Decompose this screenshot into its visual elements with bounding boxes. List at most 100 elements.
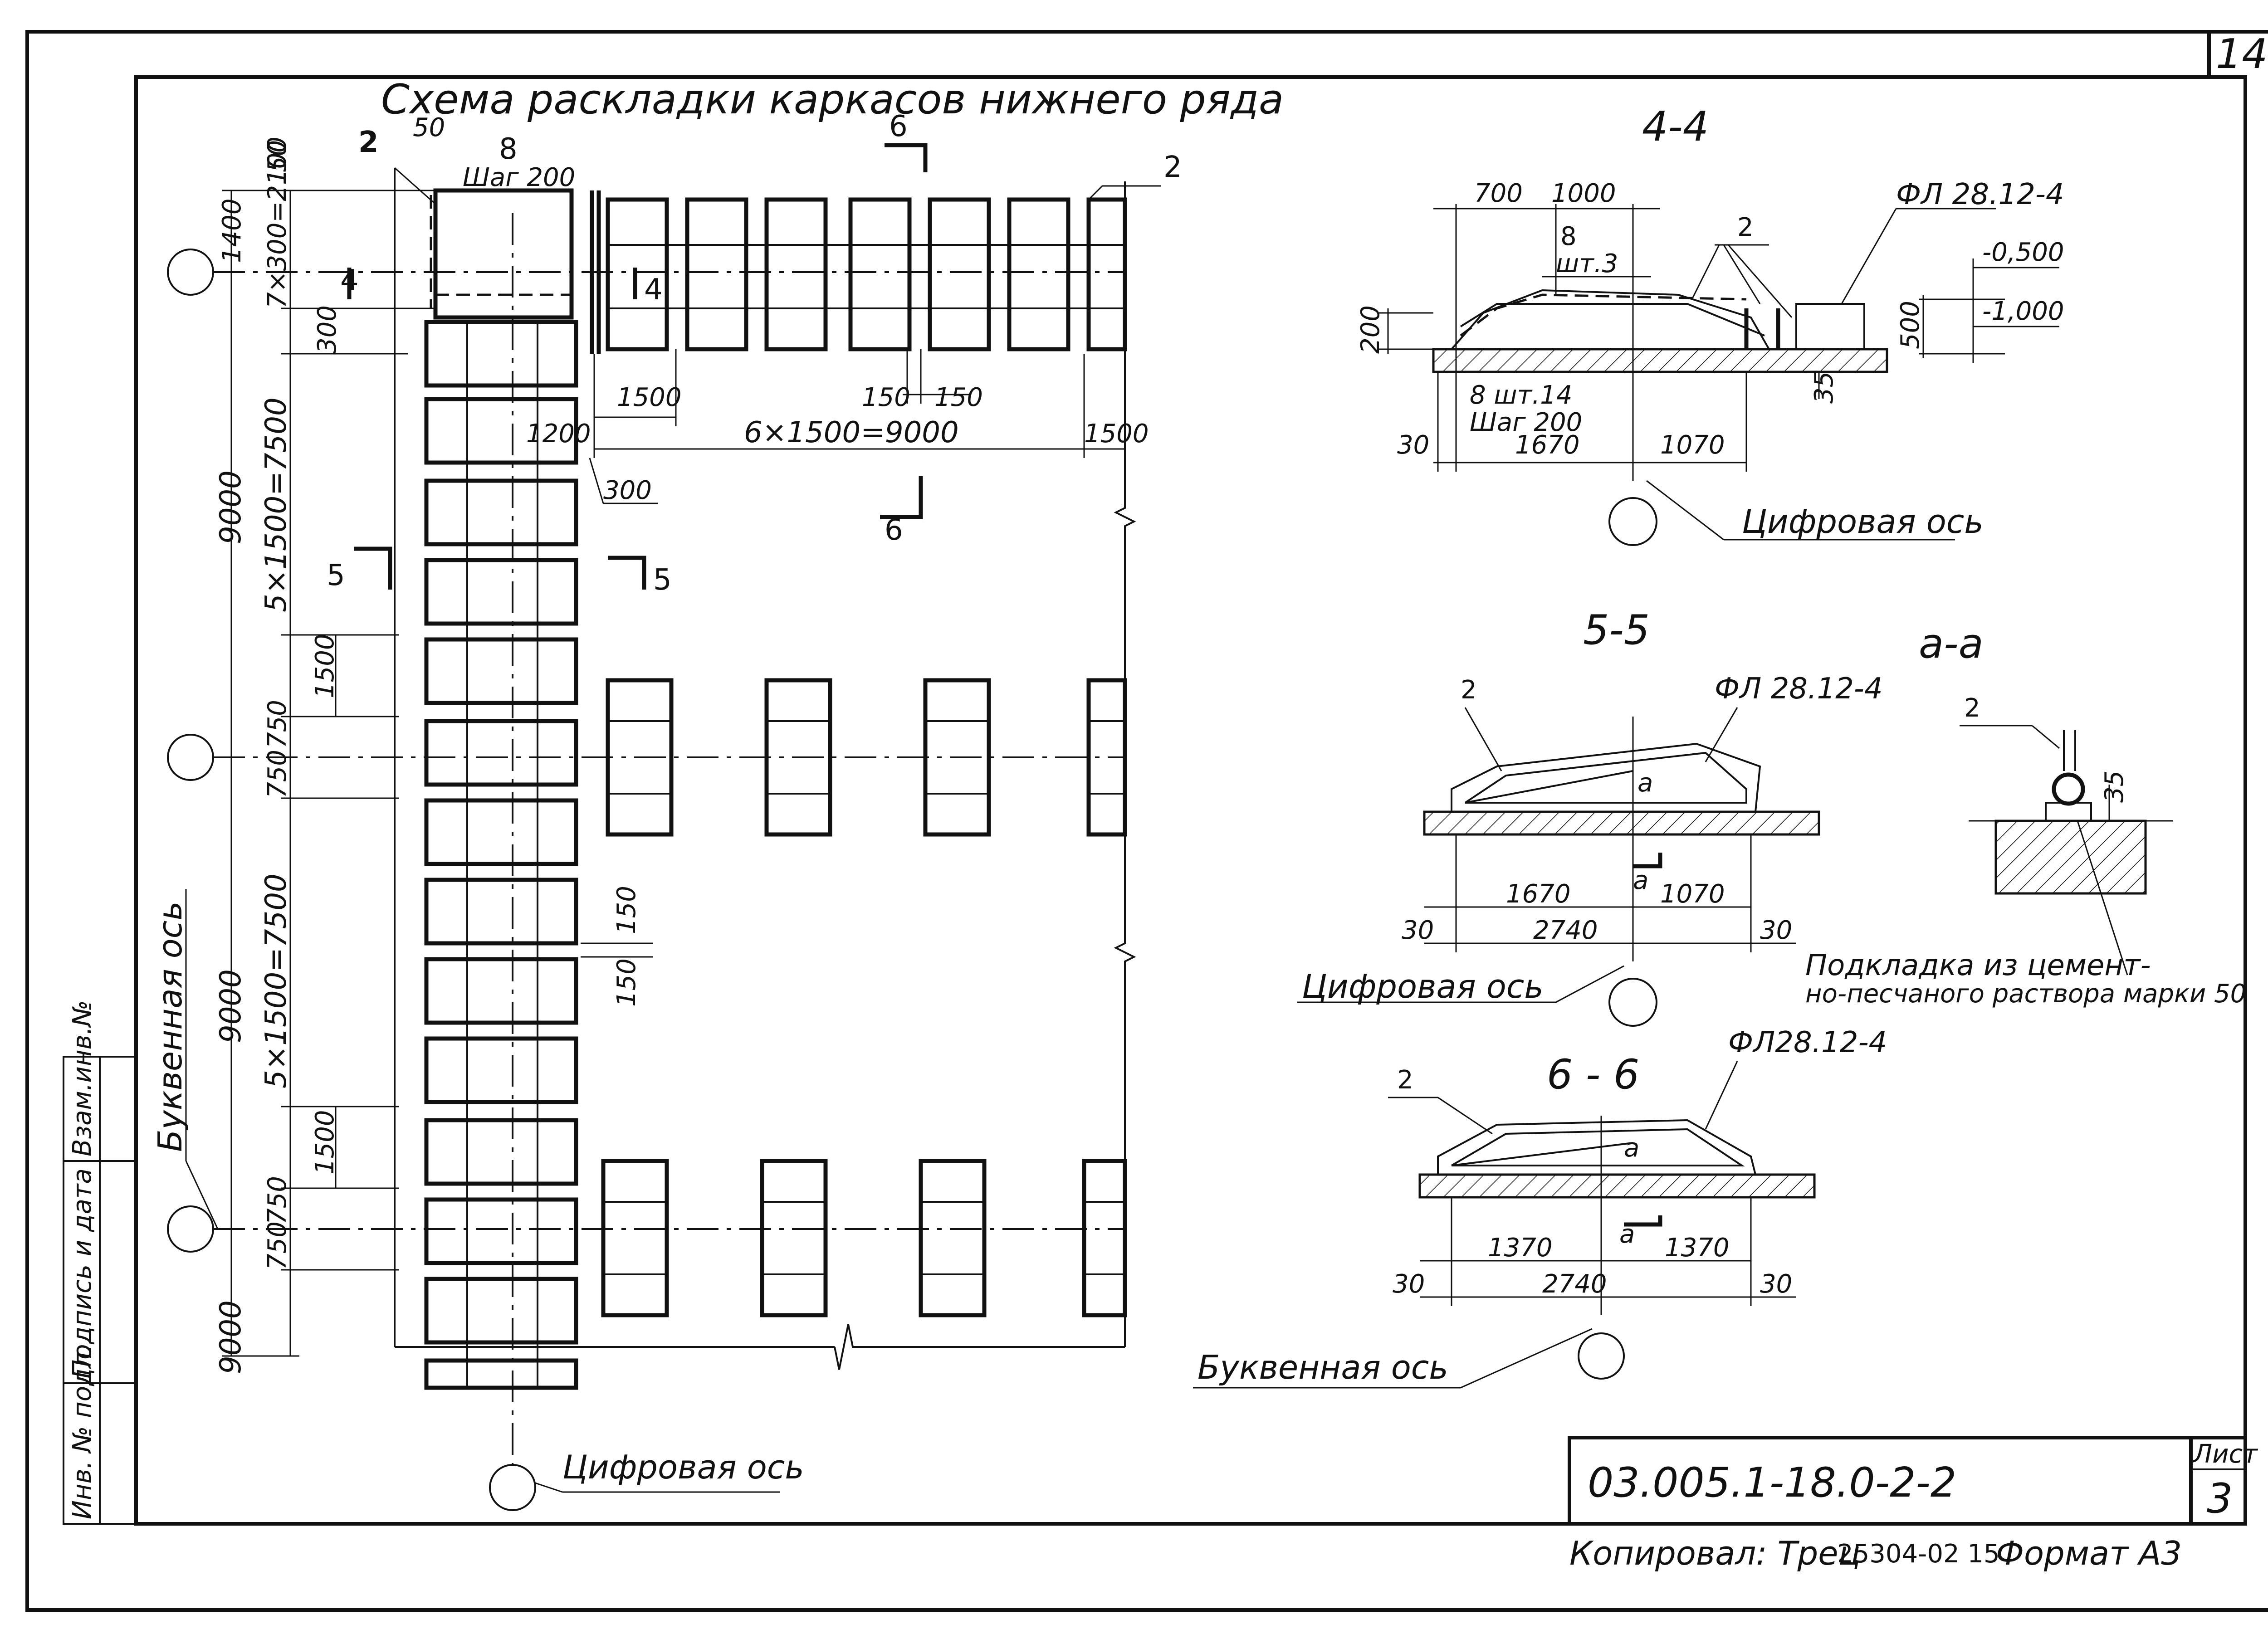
dim-1370-right: 1370 — [1665, 1233, 1730, 1263]
dim-30-left: 30 — [1393, 1269, 1425, 1299]
label-2: 2 — [1964, 693, 1980, 723]
label-2: 2 — [1397, 1065, 1413, 1095]
bottom-row-cages — [601, 1159, 1127, 1317]
inner-dimensions: 1500 150 150 1200 6×1500=9000 1500 300 1… — [526, 349, 1149, 1007]
dim-9000-b: 9000 — [214, 969, 248, 1043]
dim-50-top: 50 — [413, 113, 445, 142]
copied-by: Копировал: Трец — [1569, 1534, 1861, 1572]
section-mark-4-left: 4 — [340, 264, 359, 298]
dim-35: 35 — [2100, 771, 2129, 803]
order-number: 25304-02 15 — [1837, 1539, 2000, 1569]
dim-1670: 1670 — [1506, 879, 1571, 909]
dim-2740: 2740 — [1542, 1269, 1607, 1299]
label-fl-28-12-4: ФЛ28.12-4 — [1728, 1026, 1887, 1059]
section-4-title: 4-4 — [1642, 103, 1709, 151]
section-5-axis-label: Цифровая ось — [1302, 967, 1544, 1005]
dim-1070: 1070 — [1660, 879, 1725, 909]
label-sht3: шт.3 — [1556, 249, 1618, 278]
section-cut-a-bottom: а — [1633, 866, 1648, 895]
section-5-5: 5-5 2 ФЛ 28.12-4 а а 1670 1070 30 2740 3… — [1297, 606, 1883, 1027]
corner-sheet-number: 14 — [2216, 30, 2268, 78]
label-8-sht14: 8 шт.14 — [1470, 380, 1572, 410]
dim-750-d: 750 — [263, 1221, 292, 1270]
dim-35: 35 — [1809, 371, 1839, 404]
label-8: 8 — [1560, 222, 1577, 251]
label-step200: Шаг 200 — [1470, 408, 1582, 437]
dim-30-left: 30 — [1402, 916, 1434, 945]
cement-pad-note-2: но-песчаного раствора марки 50 — [1805, 979, 2246, 1009]
section-mark-6-bottom: 6 — [885, 513, 903, 547]
dim-1670: 1670 — [1515, 430, 1580, 460]
section-cut-a-top: а — [1637, 768, 1653, 798]
section-cut-a-top: а — [1624, 1133, 1639, 1163]
dim-1000: 1000 — [1551, 179, 1616, 208]
label-2: 2 — [1737, 213, 1754, 242]
dim-1370-left: 1370 — [1488, 1233, 1553, 1263]
dim-5x1500-a: 5×1500=7500 — [259, 397, 293, 612]
dim-300: 300 — [313, 305, 342, 354]
vertical-strip-cages — [424, 320, 578, 1390]
sheet-frame: 14 — [25, 30, 2268, 1612]
sheet-label: Лист — [2192, 1439, 2258, 1469]
dim-9000-c: 9000 — [214, 1300, 248, 1374]
dim-1400: 1400 — [217, 198, 247, 263]
title-block: 03.005.1-18.0-2-2 Лист 3 — [1568, 1436, 2258, 1526]
dim-1500-a: 1500 — [310, 634, 340, 698]
dim-1200: 1200 — [526, 419, 591, 449]
digit-axis-label-plan: Цифровая ось — [562, 1448, 804, 1486]
dim-750-b: 750 — [263, 750, 292, 798]
dim-30: 30 — [1397, 430, 1429, 460]
section-mark-5-left: 5 — [327, 559, 345, 592]
cement-pad-note-1: Подкладка из цемент- — [1805, 949, 2151, 982]
dim-1500-inner: 1500 — [617, 383, 682, 412]
dim-1500-right: 1500 — [1084, 419, 1149, 449]
dim-6x1500: 6×1500=9000 — [744, 416, 959, 449]
dim-750-c: 750 — [263, 1176, 292, 1224]
dim-30-right: 30 — [1760, 1269, 1792, 1299]
section-4-axis-label: Цифровая ось — [1742, 502, 1984, 541]
section-mark-4-right: 4 — [644, 273, 663, 307]
axis-bubble — [167, 249, 214, 296]
step-note: Шаг 200 — [463, 163, 575, 192]
stamp-replace-label: Взам.инв.№ — [68, 1000, 97, 1156]
section-a-title: а-а — [1919, 620, 1984, 668]
dim-1070: 1070 — [1660, 430, 1725, 460]
letter-axis-label: Буквенная ось — [151, 901, 189, 1152]
section-mark-5-right: 5 — [653, 563, 672, 597]
section-6-6: 6 - 6 2 ФЛ28.12-4 а а 1370 1370 30 2740 … — [1193, 1026, 1887, 1389]
dim-1500-b: 1500 — [310, 1110, 340, 1175]
dim-150-strip-b: 150 — [612, 958, 641, 1007]
leader-2-left: 2 — [358, 126, 379, 159]
dim-2740: 2740 — [1533, 916, 1598, 945]
dim-150-inner-a: 150 — [862, 383, 910, 412]
dim-30-right: 30 — [1760, 916, 1792, 945]
label-fl-28-12-4: ФЛ 28.12-4 — [1715, 672, 1883, 706]
sheet-number: 3 — [2207, 1475, 2233, 1522]
dim-9000-a: 9000 — [214, 470, 248, 544]
paper-format: Формат А3 — [1996, 1534, 2182, 1572]
axis-bubble — [489, 1464, 536, 1511]
middle-row-cages — [606, 678, 1127, 837]
section-a-a: а-а 2 35 Подкладка из цемент- но-песчано… — [1805, 620, 2246, 1009]
level-0500: -0,500 — [1982, 238, 2064, 267]
marker-8: 8 — [499, 132, 518, 166]
dim-700: 700 — [1474, 179, 1523, 208]
left-dimension-chain: 50 50 1400 7×300=2100 300 9000 5×1500=75… — [214, 113, 445, 1374]
section-marks: 4 4 5 5 6 6 — [327, 110, 928, 597]
label-2: 2 — [1461, 675, 1477, 705]
section-5-title: 5-5 — [1583, 606, 1650, 654]
dim-150-strip-a: 150 — [612, 886, 641, 934]
stamp-code: 03.005.1-18.0-2-2 — [1588, 1459, 1956, 1507]
axis-bubble — [167, 1205, 214, 1253]
dim-7x300: 7×300=2100 — [263, 137, 292, 308]
section-6-title: 6 - 6 — [1547, 1051, 1639, 1098]
dim-750-a: 750 — [263, 700, 292, 748]
section-mark-6-top: 6 — [889, 110, 908, 143]
label-fl-28-12-4: ФЛ 28.12-4 — [1896, 178, 2064, 211]
dim-150-inner-b: 150 — [934, 383, 983, 412]
axis-bubble — [167, 734, 214, 781]
stamp-inventory-label: Инв. № подл. — [68, 1344, 97, 1519]
dim-300-inner: 300 — [603, 476, 652, 505]
dim-200: 200 — [1356, 305, 1385, 354]
